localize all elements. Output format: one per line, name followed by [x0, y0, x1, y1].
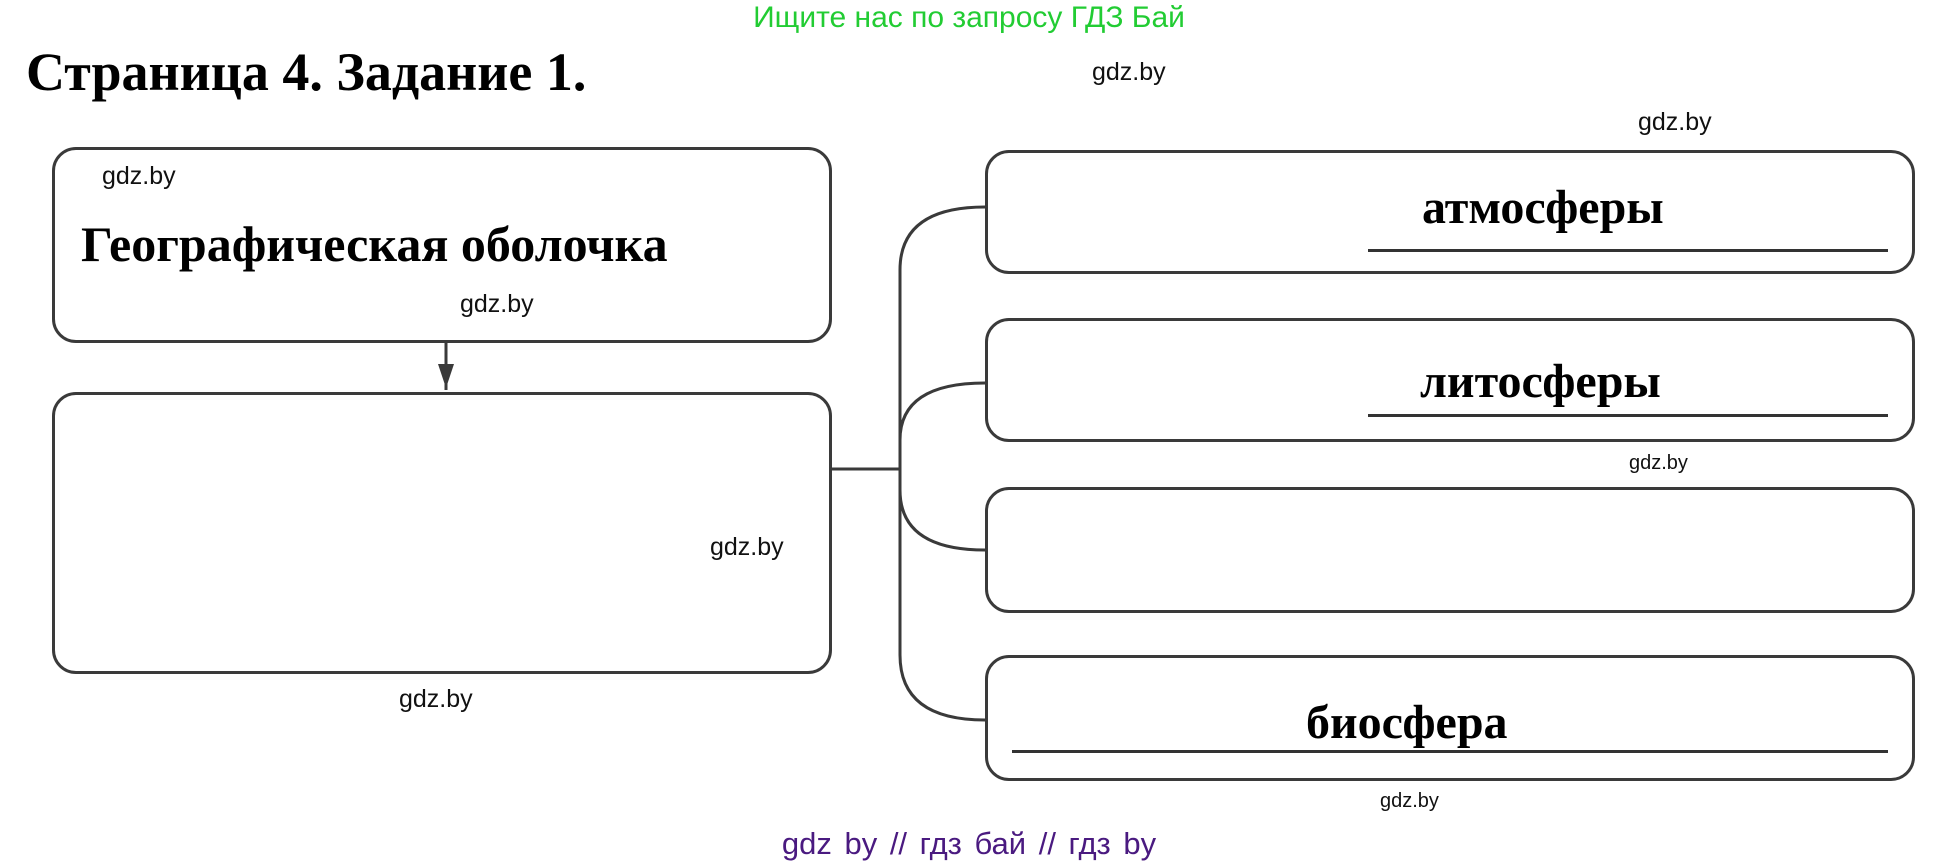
middle-box-empty: [52, 392, 832, 674]
watermark: gdz.by: [399, 685, 473, 713]
branch-box-empty: [985, 487, 1915, 613]
watermark: gdz.by: [710, 533, 784, 561]
watermark: gdz.by: [1638, 108, 1712, 136]
watermark: gdz.by: [1092, 58, 1166, 86]
branch-label-lithosphere: литосферы: [1420, 355, 1661, 408]
answer-underline: [1012, 750, 1888, 753]
branch-label-biosphere: биосфера: [1306, 696, 1508, 749]
branch-box-biosphere: биосфера: [985, 655, 1915, 781]
footer-watermark: gdz by // гдз бай // гдз by: [781, 826, 1157, 861]
watermark: gdz.by: [460, 290, 534, 318]
arrow-down-icon: [438, 364, 454, 388]
branch-box-lithosphere: литосферы: [985, 318, 1915, 442]
branch-label-atmosphere: атмосферы: [1422, 181, 1664, 234]
page-title: Страница 4. Задание 1.: [26, 42, 587, 102]
root-label: Географическая оболочка: [81, 216, 668, 272]
watermark: gdz.by: [1629, 452, 1688, 474]
root-box: Географическая оболочка: [52, 147, 832, 343]
watermark: gdz.by: [102, 162, 176, 190]
watermark: gdz.by: [1380, 790, 1439, 812]
branch-box-atmosphere: атмосферы: [985, 150, 1915, 274]
answer-underline: [1368, 249, 1888, 252]
answer-underline: [1368, 414, 1888, 417]
search-hint-banner: Ищите нас по запросу ГДЗ Бай: [753, 1, 1185, 34]
